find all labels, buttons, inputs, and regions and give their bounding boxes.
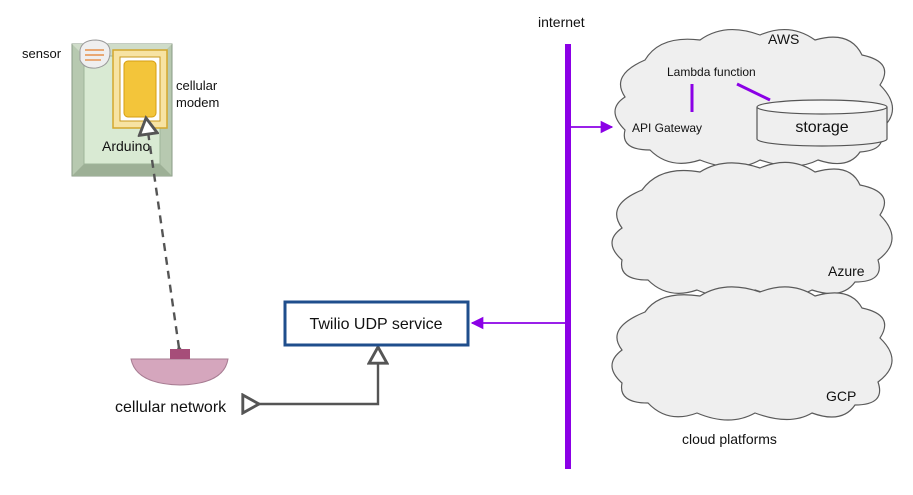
cellular-modem-label-line2: modem	[176, 95, 219, 110]
storage-label: storage	[795, 119, 848, 136]
gcp-label: GCP	[826, 388, 856, 404]
cellular-modem-label-line1: cellular	[176, 78, 218, 93]
cloud-platforms-label: cloud platforms	[682, 431, 777, 447]
network-twilio-link	[259, 347, 378, 404]
azure-label: Azure	[828, 263, 865, 279]
storage-cylinder-icon	[756, 99, 888, 147]
cloud-icon	[611, 286, 893, 421]
aws-label: AWS	[768, 31, 799, 47]
lambda-function-label: Lambda function	[667, 65, 756, 79]
modem-network-link	[146, 118, 179, 348]
twilio-service-box	[283, 300, 470, 347]
cloud-icon	[611, 161, 893, 298]
cellular-dish-icon	[130, 349, 229, 386]
cellular-modem-icon	[112, 49, 168, 129]
sensor-icon	[79, 39, 111, 69]
api-gateway-label: API Gateway	[632, 121, 702, 135]
cellular-network-label: cellular network	[115, 399, 227, 416]
sensor-label: sensor	[22, 46, 62, 61]
lambda-to-storage-link	[736, 82, 771, 102]
internet-label: internet	[538, 14, 585, 30]
twilio-service-label: Twilio UDP service	[309, 316, 442, 333]
arduino-label: Arduino	[102, 138, 150, 154]
cloud-icon	[614, 28, 894, 168]
